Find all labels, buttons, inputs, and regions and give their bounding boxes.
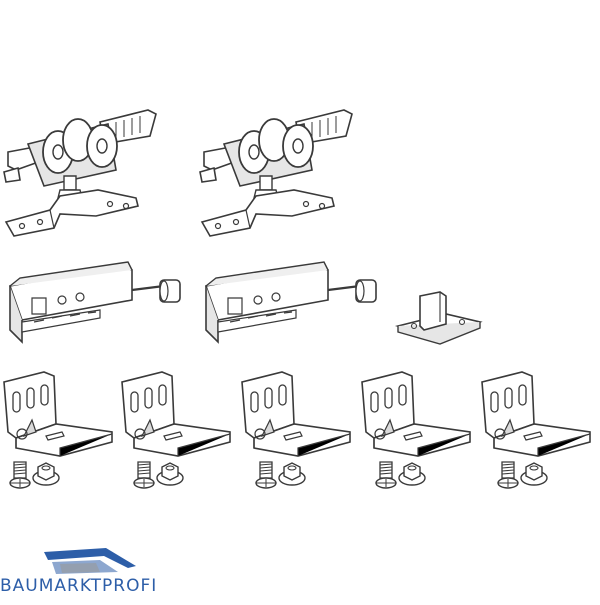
angle-bracket-2: [121, 371, 231, 457]
screw-5: [497, 461, 519, 489]
screw-1: [9, 461, 31, 489]
brand-wordmark: BAUMARKTPROFI: [0, 576, 158, 596]
angle-bracket-3: [241, 371, 351, 457]
flange-nut-2: [156, 462, 184, 486]
flange-nut-3: [278, 462, 306, 486]
flange-nut-4: [398, 462, 426, 486]
flange-nut-5: [520, 462, 548, 486]
screw-3: [255, 461, 277, 489]
brand-roof-logo: [44, 548, 136, 574]
soft-close-damper-2: [204, 260, 378, 344]
floor-guide: [398, 292, 480, 344]
angle-bracket-4: [361, 371, 471, 457]
screw-4: [375, 461, 397, 489]
roller-carriage-2: [199, 109, 353, 237]
roller-carriage-1: [3, 109, 157, 237]
angle-bracket-1: [3, 371, 113, 457]
angle-bracket-5: [481, 371, 591, 457]
screw-2: [133, 461, 155, 489]
flange-nut-1: [32, 462, 60, 486]
soft-close-damper-1: [8, 260, 182, 344]
